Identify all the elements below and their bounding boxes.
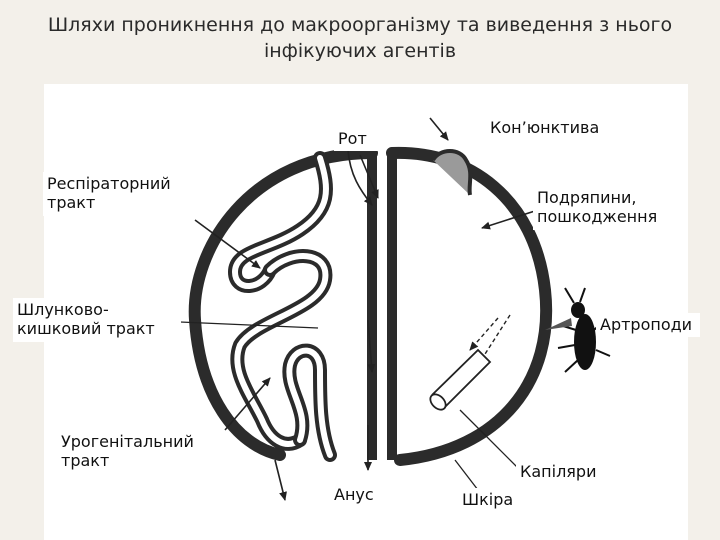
conjunctiva-bulge [431, 149, 473, 196]
slide-title: Шляхи проникнення до макроорганізму та в… [47, 14, 673, 62]
arthropod-icon [545, 287, 611, 373]
label-scratches: Подряпини, пошкодження [533, 186, 673, 230]
scratch-arrow [481, 209, 539, 230]
urogenital-arrow [274, 459, 287, 501]
respiratory-arrow [194, 219, 261, 269]
label-urogenital-tract: Урогенітальний тракт [57, 430, 205, 474]
label-skin: Шкіра [458, 488, 520, 512]
capillary-leader [459, 409, 521, 471]
mouth-arrow-2 [359, 154, 379, 199]
body-outline-left [188, 147, 378, 461]
skin-leader [454, 459, 479, 491]
capillary-tube [431, 348, 492, 409]
label-conjunctiva: Кон’юнктива [486, 116, 616, 140]
conjunctiva-arrow [429, 117, 449, 141]
gi-leader [179, 321, 319, 329]
body-outline-right [386, 146, 553, 466]
mouth-arrow [347, 149, 373, 206]
label-mouth: Рот [334, 127, 378, 151]
label-respiratory-tract: Респіраторний тракт [43, 172, 205, 216]
label-capillaries: Капіляри [516, 460, 606, 484]
arthropod-arrow [469, 317, 499, 351]
label-arthropods: Артроподи [596, 313, 700, 337]
label-anus: Анус [330, 483, 384, 507]
urogenital-entry-arrow [224, 377, 271, 431]
gi-exit-arrow [367, 319, 376, 373]
label-gi-tract: Шлунково- кишковий тракт [13, 298, 181, 342]
